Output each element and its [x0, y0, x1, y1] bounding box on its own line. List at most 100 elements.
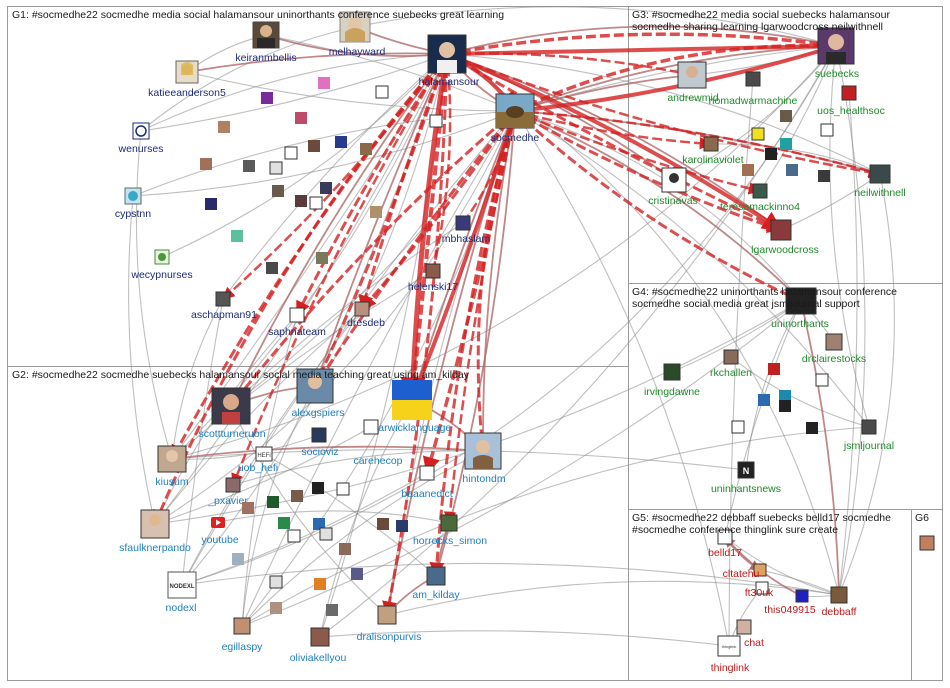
network-edge — [514, 41, 838, 113]
node-karolinaviolet[interactable]: karolinaviolet — [682, 136, 744, 166]
node-nomadwarmachine[interactable]: nomadwarmachine — [709, 71, 798, 107]
node-hintondm[interactable]: hintondm — [462, 432, 506, 485]
node-label: cristinavas — [648, 195, 698, 207]
network-edge — [135, 130, 174, 460]
node-scottturneruon[interactable]: scottturneruon — [198, 387, 266, 440]
group-subtitle-g5: #socmedhe conference thinglink sure crea… — [632, 524, 838, 536]
node-saphnateam[interactable]: saphnateam — [268, 307, 326, 338]
node-warwicklanguage[interactable]: warwicklanguage — [370, 380, 452, 434]
node-mbhaslam[interactable]: mbhaslam — [442, 215, 491, 245]
node-label: aschapman91 — [191, 309, 257, 321]
node-uninorthants[interactable]: uninorthants — [771, 287, 829, 330]
network-edge — [446, 32, 838, 56]
node-socioviz[interactable]: socioviz — [301, 427, 339, 458]
node-label: debbaff — [822, 606, 857, 618]
node-label: oliviakellyou — [290, 652, 347, 664]
node-label: chat — [744, 637, 764, 649]
node-youtube[interactable]: youtube — [201, 517, 239, 546]
node-oliviakellyou[interactable]: oliviakellyou — [290, 627, 347, 664]
node-label: dralisonpurvis — [357, 631, 422, 643]
node-uninhantsnews[interactable]: N uninhantsnews — [711, 461, 781, 495]
node-wecypnurses[interactable]: wecypnurses — [130, 249, 193, 281]
node-halamansour[interactable]: halamansour — [419, 34, 480, 88]
node-jsmljournal[interactable]: jsmljournal — [843, 419, 894, 452]
node-g6-avatar[interactable] — [919, 535, 935, 551]
node-drclairestocks[interactable]: drclairestocks — [802, 333, 866, 365]
node-label: baaanedict — [401, 488, 452, 500]
node-sfaulknerpando[interactable]: sfaulknerpando — [119, 509, 191, 554]
node-carehecop[interactable]: carehecop — [353, 419, 403, 467]
node-label: horrocks_simon — [413, 535, 487, 547]
network-edge — [265, 34, 516, 112]
node-ft30uk[interactable]: ft30uk — [745, 581, 774, 599]
node-dralisonpurvis[interactable]: dralisonpurvis — [357, 605, 422, 643]
node-lgarwoodcross[interactable]: lgarwoodcross — [751, 219, 819, 256]
node-label: sfaulknerpando — [119, 542, 191, 554]
node-nodexl[interactable]: NODEXL nodexl — [166, 571, 197, 614]
network-edge — [186, 71, 516, 115]
network-edge — [400, 53, 450, 403]
node-chat[interactable]: chat — [736, 619, 764, 649]
network-edge — [154, 53, 448, 525]
node-rkchallen[interactable]: rkchallen — [710, 349, 752, 379]
nodes-layer: keiranmbellis melhayward halamansour kat… — [115, 11, 935, 674]
node-label: alexgspiers — [291, 407, 344, 419]
node-this049915[interactable]: this049915 — [764, 589, 816, 616]
node-wenurses[interactable]: wenurses — [118, 122, 164, 155]
node-label: wecypnurses — [130, 269, 192, 281]
node-alexgspiers[interactable]: alexgspiers — [291, 368, 345, 419]
node-label: warwicklanguage — [370, 422, 452, 434]
node-dresdeb[interactable]: dresdeb — [347, 301, 385, 329]
node-label: am_kilday — [412, 589, 460, 601]
node-label: katieeanderson5 — [148, 87, 226, 99]
node-label: wenurses — [118, 143, 164, 155]
network-edge — [446, 52, 783, 232]
node-am_kilday[interactable]: am_kilday — [412, 566, 460, 601]
node-uob_hefi[interactable]: HEFi uob_hefi — [238, 446, 278, 474]
node-label: uob_hefi — [238, 462, 278, 474]
node-kiusum[interactable]: kiusum — [155, 445, 189, 488]
node-socmedhe[interactable]: socmedhe — [491, 93, 540, 144]
network-edge — [382, 53, 449, 617]
node-andrewmid[interactable]: andrewmid — [667, 61, 719, 104]
network-edge — [140, 26, 356, 132]
node-katieeanderson5[interactable]: katieeanderson5 — [148, 60, 226, 99]
node-uos_healthsoc[interactable]: uos_healthsoc — [817, 85, 885, 117]
network-edge — [724, 536, 840, 597]
node-_pxavier[interactable]: _pxavier — [207, 477, 248, 507]
node-irvingdawne[interactable]: irvingdawne — [644, 363, 700, 398]
node-cristinavas[interactable]: cristinavas — [648, 167, 698, 207]
node-keiranmbellis[interactable]: keiranmbellis — [235, 21, 297, 64]
network-edge — [170, 445, 484, 464]
thinglink-logo: thinglink — [722, 644, 737, 649]
network-edge — [181, 53, 449, 586]
network-edge — [514, 109, 783, 233]
node-teresamackinno4[interactable]: teresamackinno4 — [720, 183, 800, 213]
network-edge — [797, 299, 840, 596]
node-suebecks[interactable]: suebecks — [815, 27, 859, 80]
node-baaanedict[interactable]: baaanedict — [401, 465, 453, 500]
network-edge — [230, 110, 516, 407]
node-debbaff[interactable]: debbaff — [822, 586, 857, 618]
node-horrocks_simon[interactable]: horrocks_simon — [413, 514, 487, 547]
node-melhayward[interactable]: melhayward — [329, 11, 386, 58]
node-label: nomadwarmachine — [709, 95, 798, 107]
node-label: irvingdawne — [644, 386, 700, 398]
hefi-logo: HEFi — [257, 453, 270, 459]
node-neilwithnell[interactable]: neilwithnell — [854, 164, 906, 199]
small-avatar-cluster-g4 — [731, 363, 829, 434]
network-edge — [171, 270, 434, 460]
node-cltatehu[interactable]: cltatehu — [723, 563, 767, 580]
node-helenski17[interactable]: helenski17 — [408, 263, 458, 293]
node-label: cltatehu — [723, 568, 760, 580]
node-belld17[interactable]: belld17 — [708, 529, 742, 559]
nodexl-logo: NODEXL — [169, 584, 194, 590]
node-egillaspy[interactable]: egillaspy — [222, 617, 264, 653]
small-avatar-cluster-g3 — [742, 110, 834, 182]
node-cypstnn[interactable]: cypstnn — [115, 187, 151, 220]
node-thinglink[interactable]: thinglink thinglink — [711, 635, 750, 674]
node-aschapman91[interactable]: aschapman91 — [191, 291, 257, 321]
node-label: belld17 — [708, 547, 742, 559]
network-edge — [132, 110, 516, 197]
